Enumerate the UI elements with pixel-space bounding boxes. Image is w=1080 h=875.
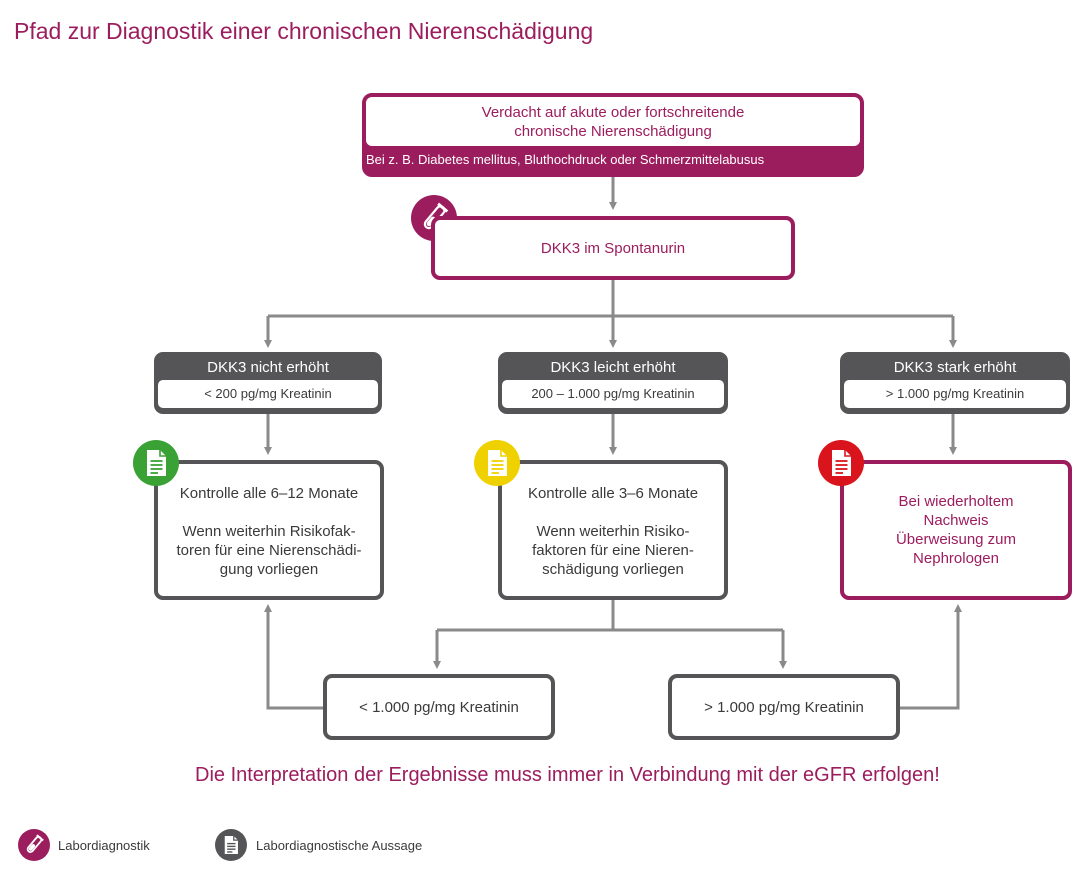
legend-statement-label: Labordiagnostische Aussage xyxy=(256,838,423,853)
result-control-3-6: Kontrolle alle 3–6 Monate Wenn weiterhin… xyxy=(498,460,728,600)
suspicion-box-main: Verdacht auf akute oder fortschreitende … xyxy=(366,97,860,146)
legend-lab-label: Labordiagnostik xyxy=(58,838,150,853)
result-line: toren für eine Nierenschädi- xyxy=(176,542,362,559)
arrow-followup2-red xyxy=(899,604,962,710)
category-not-elevated: DKK3 nicht erhöht < 200 pg/mg Kreatinin xyxy=(154,352,382,414)
suspicion-line-2: chronische Nierenschädigung xyxy=(514,122,712,140)
followup-label: < 1.000 pg/mg Kreatinin xyxy=(359,698,519,716)
egfr-note: Die Interpretation der Ergebnisse muss i… xyxy=(195,764,940,786)
followup-label: > 1.000 pg/mg Kreatinin xyxy=(704,698,864,716)
result-line: schädigung vorliegen xyxy=(542,561,684,578)
arrow-result2-split xyxy=(437,598,783,632)
result-line: Nephrologen xyxy=(913,550,999,567)
category-range: > 1.000 pg/mg Kreatinin xyxy=(844,380,1066,408)
result-line: Wenn weiterhin Risikofak- xyxy=(182,523,356,540)
result-line: Bei wiederholtem xyxy=(898,493,1014,510)
document-icon xyxy=(133,440,179,486)
category-header: DKK3 stark erhöht xyxy=(893,359,1017,376)
document-icon xyxy=(818,440,864,486)
arrow-followup1-back xyxy=(264,604,324,710)
result-line: Nachweis xyxy=(923,512,989,529)
category-strongly-elevated: DKK3 stark erhöht > 1.000 pg/mg Kreatini… xyxy=(840,352,1070,414)
arrow-dkk3-split xyxy=(268,280,953,318)
dkk3-urine-label: DKK3 im Spontanurin xyxy=(540,239,686,257)
followup-below-1000: < 1.000 pg/mg Kreatinin xyxy=(323,674,555,740)
page-title: Pfad zur Diagnostik einer chronischen Ni… xyxy=(14,18,594,44)
result-line: gung vorliegen xyxy=(219,561,319,578)
category-slightly-elevated: DKK3 leicht erhöht 200 – 1.000 pg/mg Kre… xyxy=(498,352,728,414)
result-line: Überweisung zum xyxy=(895,531,1017,548)
category-header: DKK3 nicht erhöht xyxy=(207,359,329,376)
suspicion-line-1: Verdacht auf akute oder fortschreitende xyxy=(481,103,745,121)
document-icon xyxy=(215,829,247,861)
test-tube-icon xyxy=(18,829,50,861)
dkk3-urine-box: DKK3 im Spontanurin xyxy=(431,216,795,280)
followup-above-1000: > 1.000 pg/mg Kreatinin xyxy=(668,674,900,740)
result-line: Wenn weiterhin Risiko- xyxy=(536,523,690,540)
result-line: faktoren für eine Nieren- xyxy=(532,542,694,559)
result-interval: Kontrolle alle 6–12 Monate xyxy=(179,485,359,502)
suspicion-box: Verdacht auf akute oder fortschreitende … xyxy=(362,93,864,177)
result-interval: Kontrolle alle 3–6 Monate xyxy=(527,485,699,502)
category-range: 200 – 1.000 pg/mg Kreatinin xyxy=(502,380,724,408)
suspicion-subtext: Bei z. B. Diabetes mellitus, Bluthochdru… xyxy=(366,152,765,167)
result-control-6-12: Kontrolle alle 6–12 Monate Wenn weiterhi… xyxy=(154,460,384,600)
category-range: < 200 pg/mg Kreatinin xyxy=(158,380,378,408)
category-header: DKK3 leicht erhöht xyxy=(550,359,676,376)
result-nephrologist-referral: Bei wiederholtem Nachweis Überweisung zu… xyxy=(840,460,1072,600)
document-icon xyxy=(474,440,520,486)
